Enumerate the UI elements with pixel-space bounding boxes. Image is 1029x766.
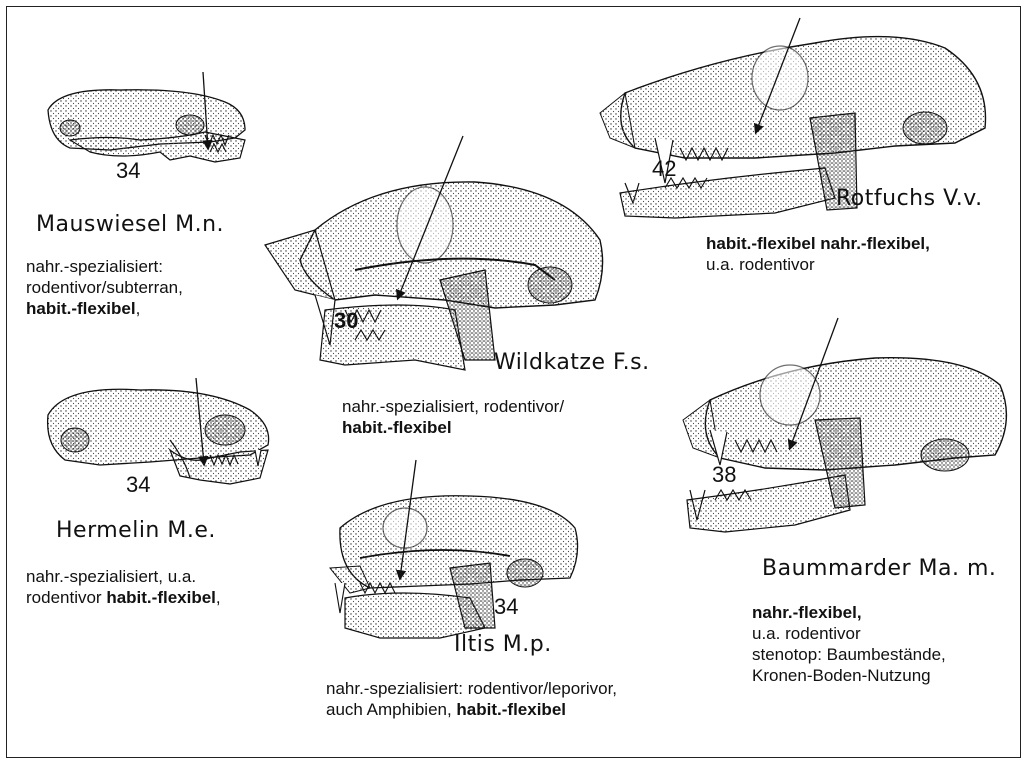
desc-prefix: auch Amphibien, bbox=[326, 700, 456, 719]
wildkatze-name: Wildkatze F.s. bbox=[494, 350, 650, 375]
desc-line: habit.-flexibel bbox=[342, 417, 662, 438]
rotfuchs-description: habit.-flexibel nahr.-flexibel, u.a. rod… bbox=[706, 233, 1016, 275]
baummarder-description: nahr.-flexibel, u.a. rodentivor stenotop… bbox=[752, 602, 1012, 686]
wildkatze-description: nahr.-spezialisiert, rodentivor/ habit.-… bbox=[342, 396, 662, 438]
wildkatze-tooth-count: 30 bbox=[334, 308, 358, 334]
iltis-name: Iltis M.p. bbox=[454, 632, 552, 657]
mauswiesel-skull-drawing bbox=[40, 80, 255, 175]
iltis-tooth-count: 34 bbox=[494, 594, 518, 620]
hermelin-tooth-count: 34 bbox=[126, 472, 150, 498]
desc-line: stenotop: Baumbestände, bbox=[752, 644, 1012, 665]
desc-bold: nahr.-flexibel, bbox=[752, 603, 862, 622]
desc-line: nahr.-spezialisiert: bbox=[26, 256, 246, 277]
desc-line: rodentivor/subterran, bbox=[26, 277, 246, 298]
desc-line: habit.-flexibel, bbox=[26, 298, 246, 319]
desc-line: u.a. rodentivor bbox=[706, 254, 1016, 275]
desc-bold: habit.-flexibel nahr.-flexibel, bbox=[706, 234, 930, 253]
baummarder-tooth-count: 38 bbox=[712, 462, 736, 488]
mauswiesel-tooth-count: 34 bbox=[116, 158, 140, 184]
rotfuchs-tooth-count: 42 bbox=[652, 156, 676, 182]
desc-bold: habit.-flexibel bbox=[456, 700, 566, 719]
desc-suffix: , bbox=[136, 299, 141, 318]
mauswiesel-description: nahr.-spezialisiert: rodentivor/subterra… bbox=[26, 256, 246, 319]
rotfuchs-name: Rotfuchs V.v. bbox=[836, 186, 983, 211]
desc-line: habit.-flexibel nahr.-flexibel, bbox=[706, 233, 1016, 254]
baummarder-name: Baummarder Ma. m. bbox=[762, 556, 996, 581]
hermelin-description: nahr.-spezialisiert, u.a. rodentivor hab… bbox=[26, 566, 306, 608]
desc-line: nahr.-spezialisiert: rodentivor/leporivo… bbox=[326, 678, 706, 699]
mauswiesel-name: Mauswiesel M.n. bbox=[36, 212, 224, 237]
desc-suffix: , bbox=[216, 588, 221, 607]
iltis-skull-drawing bbox=[320, 488, 590, 648]
desc-line: Kronen-Boden-Nutzung bbox=[752, 665, 1012, 686]
hermelin-skull-drawing bbox=[40, 380, 280, 495]
baummarder-skull-drawing bbox=[675, 340, 1015, 540]
iltis-description: nahr.-spezialisiert: rodentivor/leporivo… bbox=[326, 678, 706, 720]
desc-line: rodentivor habit.-flexibel, bbox=[26, 587, 306, 608]
desc-line: u.a. rodentivor bbox=[752, 623, 1012, 644]
hermelin-name: Hermelin M.e. bbox=[56, 518, 216, 543]
desc-prefix: rodentivor bbox=[26, 588, 106, 607]
desc-line: auch Amphibien, habit.-flexibel bbox=[326, 699, 706, 720]
desc-line: nahr.-spezialisiert, u.a. bbox=[26, 566, 306, 587]
desc-bold: habit.-flexibel bbox=[26, 299, 136, 318]
desc-bold: habit.-flexibel bbox=[106, 588, 216, 607]
desc-bold: habit.-flexibel bbox=[342, 418, 452, 437]
desc-line: nahr.-flexibel, bbox=[752, 602, 1012, 623]
desc-line: nahr.-spezialisiert, rodentivor/ bbox=[342, 396, 662, 417]
